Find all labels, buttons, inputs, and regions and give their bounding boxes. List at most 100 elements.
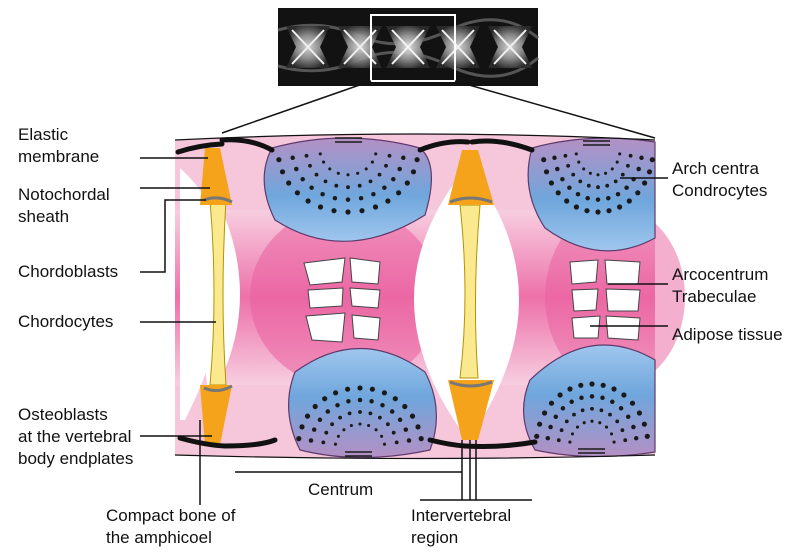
chondrocyte-dot	[346, 197, 351, 202]
chondrocyte-dot	[606, 196, 611, 201]
chondrocyte-dot	[585, 196, 590, 201]
chondrocyte-dot	[558, 392, 563, 397]
chondrocyte-dot	[621, 428, 625, 432]
chondrocyte-dot	[626, 415, 631, 420]
chondrocyte-dot	[294, 167, 299, 172]
chondrocyte-dot	[384, 164, 388, 168]
chondrocyte-dot	[541, 157, 546, 162]
chondrocyte-dot	[534, 434, 539, 439]
chondrocyte-dot	[578, 180, 582, 184]
chondrocyte-dot	[334, 184, 338, 188]
chondrocyte-dot	[315, 173, 319, 177]
chondrocyte-dot	[385, 198, 390, 203]
chondrocyte-dot	[582, 167, 585, 170]
chondrocyte-dot	[335, 403, 340, 408]
chondrocyte-dot	[390, 409, 395, 414]
chondrocyte-dot	[605, 184, 609, 188]
chondrocyte-dot	[571, 432, 574, 435]
chondrocyte-dot	[392, 431, 396, 435]
chondrocyte-dot	[395, 441, 399, 445]
chondrocyte-dot	[598, 421, 601, 424]
chondrocyte-dot	[589, 172, 592, 175]
chondrocyte-dot	[373, 204, 378, 209]
chondrocyte-dot	[611, 167, 614, 170]
chondrocyte-dot	[380, 435, 383, 438]
chondrocyte-dot	[556, 190, 561, 195]
chondrocyte-dot	[345, 387, 350, 392]
label-arcocentrum: Arcocentrum Trabeculae	[672, 264, 768, 308]
chondrocyte-dot	[606, 208, 611, 213]
chondrocyte-dot	[546, 436, 551, 441]
zoom-line-left	[222, 81, 371, 133]
chondrocyte-dot	[333, 390, 338, 395]
chondrocyte-dot	[407, 438, 412, 443]
chondrocyte-dot	[555, 167, 560, 172]
chondrocyte-dot	[398, 418, 403, 423]
chondrocyte-dot	[564, 154, 568, 158]
chondrocyte-dot	[393, 396, 398, 401]
chondrocyte-dot	[358, 184, 362, 188]
trabeculae-left	[304, 258, 380, 342]
chondrocyte-dot	[621, 392, 626, 397]
chondrocyte-dot	[350, 424, 353, 427]
chondrocyte-dot	[296, 436, 301, 441]
chondrocyte-dot	[561, 406, 566, 411]
label-notochordal-sheath: Notochordal sheath	[18, 184, 110, 228]
chondrocyte-dot	[568, 441, 571, 444]
chondrocyte-dot	[611, 386, 616, 391]
chondrocyte-dot	[331, 208, 336, 213]
chondrocyte-dot	[621, 173, 625, 177]
chondrocyte-dot	[326, 409, 331, 414]
chondrocyte-dot	[359, 196, 364, 201]
chondrocyte-dot	[295, 190, 300, 195]
chondrocyte-dot	[419, 436, 424, 441]
chondrocyte-dot	[319, 152, 322, 155]
chondrocyte-dot	[300, 177, 305, 182]
label-chordoblasts: Chordoblasts	[18, 261, 118, 283]
chondrocyte-dot	[321, 441, 325, 445]
chondrocyte-dot	[554, 415, 559, 420]
chondrocyte-dot	[596, 197, 601, 202]
chondrocyte-dot	[313, 404, 318, 409]
chondrocyte-dot	[626, 164, 630, 168]
chondrocyte-dot	[382, 185, 387, 190]
chondrocyte-dot	[290, 156, 295, 161]
chondrocyte-dot	[615, 420, 619, 424]
chondrocyte-dot	[616, 161, 619, 164]
chondrocyte-dot	[411, 169, 416, 174]
chondrocyte-dot	[575, 152, 578, 155]
chondrocyte-dot	[578, 383, 583, 388]
chondrocyte-dot	[396, 190, 401, 195]
chondrocyte-dot	[358, 410, 362, 414]
chondrocyte-dot	[305, 154, 309, 158]
chondrocyte-dot	[337, 435, 340, 438]
chondrocyte-dot	[579, 396, 584, 401]
chondrocyte-dot	[320, 192, 325, 197]
chondrocyte-dot	[567, 185, 572, 190]
chondrocyte-dot	[574, 204, 579, 209]
chondrocyte-dot	[286, 180, 291, 185]
chondrocyte-dot	[560, 177, 565, 182]
chondrocyte-dot	[613, 441, 616, 444]
chondrocyte-dot	[309, 438, 314, 443]
chondrocyte-dot	[642, 422, 647, 427]
chondrocyte-dot	[595, 209, 600, 214]
chondrocyte-dot	[596, 173, 599, 176]
chondrocyte-dot	[629, 154, 633, 158]
chondrocyte-dot	[617, 204, 622, 209]
chondrocyte-dot	[357, 385, 362, 390]
chondrocyte-dot	[369, 180, 373, 184]
chondrocyte-dot	[631, 425, 636, 430]
chondrocyte-dot	[584, 208, 589, 213]
chondrocyte-dot	[337, 172, 340, 175]
chondrocyte-dot	[391, 177, 396, 182]
chondrocyte-dot	[358, 398, 363, 403]
chondrocyte-dot	[548, 425, 553, 430]
chondrocyte-dot	[634, 436, 639, 441]
chondrocyte-dot	[600, 396, 605, 401]
chondrocyte-dot	[569, 400, 574, 405]
chondrocyte-dot	[544, 169, 549, 174]
chondrocyte-dot	[333, 196, 338, 201]
chondrocyte-dot	[401, 156, 406, 161]
chondrocyte-dot	[590, 407, 594, 411]
